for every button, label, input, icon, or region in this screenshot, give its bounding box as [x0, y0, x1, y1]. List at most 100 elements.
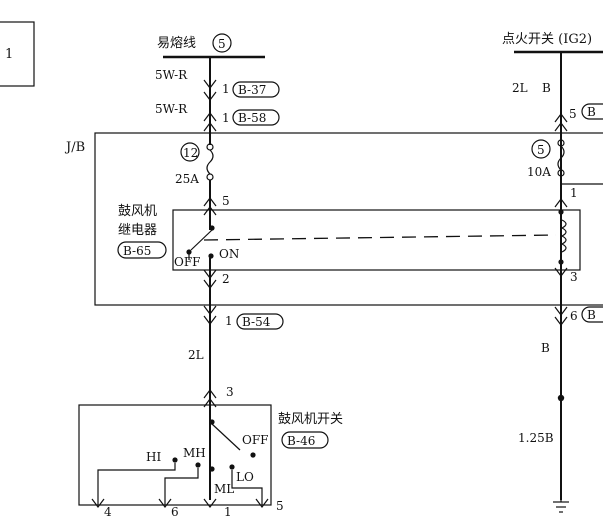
relay-coil-link	[203, 234, 557, 241]
right-pin-top: 5	[569, 107, 577, 121]
blower-relay-conn: B-65	[123, 244, 151, 258]
left-wire-top-2: 5W-R	[155, 102, 188, 116]
relay-state-off: OFF	[174, 255, 201, 269]
left-fuse-rating: 25A	[175, 172, 199, 186]
junction-block-label: J/B	[64, 140, 85, 155]
page-marker: 1	[0, 21, 35, 87]
blower-relay: 鼓风机 继电器 B-65 OFF ON	[117, 204, 581, 271]
switch-pos-hi: HI	[146, 450, 161, 464]
right-wire-low: 1.25B	[518, 431, 554, 445]
relay-state-on: ON	[219, 247, 239, 261]
left-conn-top-1-pill	[232, 81, 280, 98]
blower-relay-label-2: 继电器	[118, 223, 157, 238]
switch-pos-off: OFF	[242, 433, 269, 447]
right-conn-mid: B	[587, 308, 596, 322]
left-arrow-1	[203, 79, 217, 89]
junction-block: J/B	[64, 132, 603, 306]
right-conn-top: B	[587, 105, 596, 119]
switch-ml-dot	[209, 466, 215, 472]
right-relay-pin-bottom: 3	[570, 270, 578, 284]
blower-relay-outline	[172, 209, 581, 271]
right-conn-mid-pill	[581, 306, 603, 323]
right-arrow-3	[554, 198, 568, 208]
right-relay-pin-top: 1	[570, 186, 578, 200]
switch-mh-dot	[195, 462, 201, 468]
switch-pos-ml: ML	[214, 482, 234, 496]
switch-pin-5: 5	[276, 499, 284, 513]
left-switch-pin-top: 3	[226, 385, 234, 399]
blower-switch-conn-pill	[281, 431, 329, 449]
left-circuit: 5W-R 1 B-37 5W-R 1 B-58 12 25A 5 2 1 B-5…	[155, 57, 284, 500]
right-coil-bottom-dot	[558, 259, 564, 265]
blower-relay-conn-pill	[117, 241, 167, 259]
junction-block-outline	[94, 132, 603, 306]
left-arrow-10	[203, 315, 217, 325]
switch-blade	[211, 423, 241, 451]
right-conn-top-pill	[581, 103, 603, 120]
left-arrow-5	[203, 197, 217, 207]
right-fuse-element	[557, 145, 565, 171]
relay-contact-off	[186, 249, 192, 255]
right-fuse-terminal-bottom	[557, 169, 565, 177]
left-arrow-7	[203, 269, 217, 279]
relay-contact-top	[209, 225, 215, 231]
left-fuse-element	[206, 149, 214, 175]
left-pin-top-1: 1	[222, 82, 230, 96]
left-arrow-3	[203, 112, 217, 122]
right-pin-mid: 6	[570, 309, 578, 323]
right-arrow-1	[554, 113, 568, 123]
left-pin-mid: 1	[225, 314, 233, 328]
ignition-switch-label: 点火开关 (IG2)	[502, 32, 592, 47]
blower-relay-label-1: 鼓风机	[118, 204, 157, 219]
ground-icon	[553, 496, 569, 513]
left-relay-pin-bottom: 2	[222, 272, 230, 286]
relay-coil	[560, 219, 567, 253]
switch-off-dot	[250, 452, 256, 458]
switch-pos-mh: MH	[183, 446, 206, 460]
switch-pin-6: 6	[171, 505, 179, 518]
left-fuse-number-circle	[180, 142, 200, 162]
left-arrow-12	[203, 398, 217, 408]
right-fuse-rating: 10A	[527, 165, 551, 179]
relay-contact-blade	[190, 229, 213, 251]
switch-pin-arrow-1	[203, 498, 217, 508]
switch-lo-dot	[229, 464, 235, 470]
right-arrow-2	[554, 122, 568, 132]
blower-switch: 鼓风机开关 B-46 OFF HI MH LO ML 4 6 1 5	[78, 404, 343, 518]
right-fuse-number: 5	[537, 143, 545, 157]
right-arrow-6	[554, 316, 568, 326]
switch-pin-arrow-5	[255, 498, 269, 508]
left-fuse-number: 12	[183, 146, 198, 160]
left-conn-top-2-pill	[232, 109, 280, 126]
switch-wire-lo	[231, 470, 263, 505]
fusible-link-number-circle	[212, 33, 232, 53]
switch-hi-dot	[172, 457, 178, 463]
relay-contact-on	[208, 253, 214, 259]
switch-pin-1: 1	[224, 505, 232, 518]
right-wire-top: 2L	[512, 81, 528, 95]
left-conn-top-1: B-37	[238, 83, 266, 97]
page-marker-text: 1	[5, 47, 13, 62]
fusible-link-number: 5	[218, 37, 226, 51]
left-wire-top-1: 5W-R	[155, 68, 188, 82]
right-arrow-5	[554, 306, 568, 316]
left-conn-mid: B-54	[242, 315, 271, 329]
left-wire-mid: 2L	[188, 348, 204, 362]
left-arrow-4	[203, 122, 217, 132]
left-arrow-11	[203, 389, 217, 399]
blower-switch-conn: B-46	[287, 434, 315, 448]
switch-common-dot	[209, 419, 215, 425]
left-pin-top-2: 1	[222, 111, 230, 125]
right-wire-top-b: B	[542, 81, 551, 95]
switch-pin-4: 4	[104, 505, 112, 518]
right-wire-mid: B	[541, 341, 550, 355]
right-fuse-number-circle	[531, 139, 551, 159]
fusible-link-label: 易熔线	[157, 36, 196, 51]
blower-switch-outline	[78, 404, 272, 506]
left-arrow-9	[203, 305, 217, 315]
left-conn-mid-pill	[236, 313, 284, 330]
switch-pin-arrow-4	[91, 498, 105, 508]
left-fuse-terminal-bottom	[206, 173, 214, 181]
switch-wire-hi	[97, 463, 176, 505]
